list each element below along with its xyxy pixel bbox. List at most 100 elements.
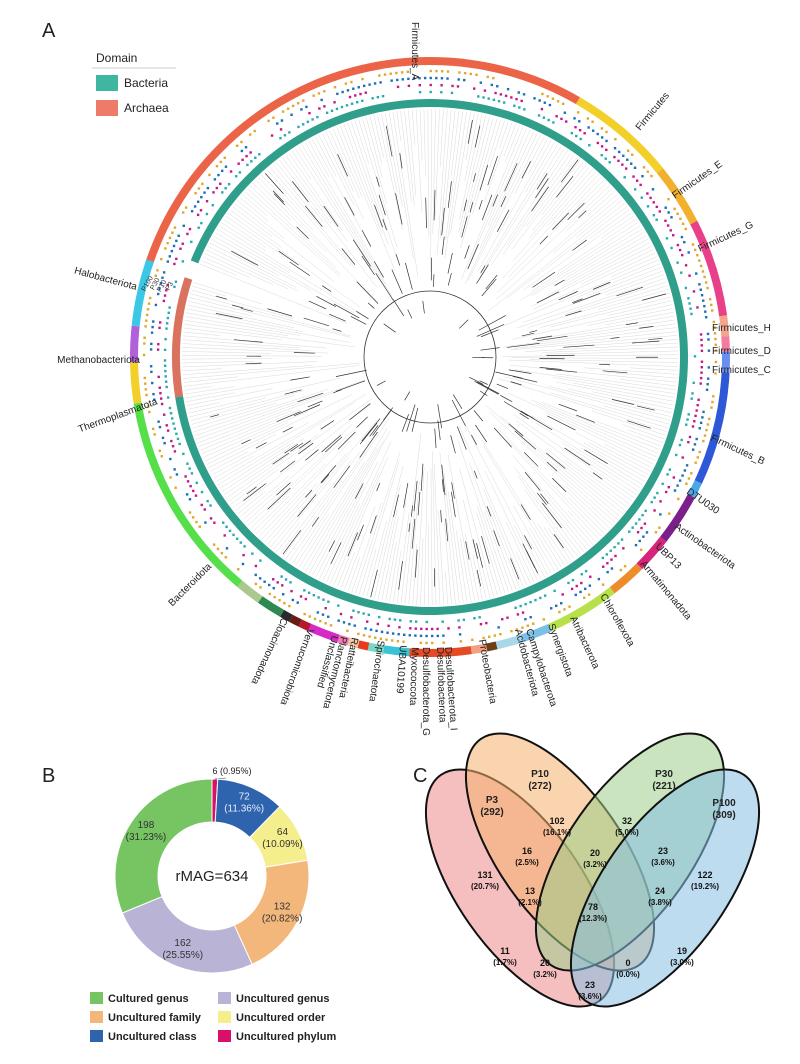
tree-leaf-branch	[440, 109, 452, 239]
tree-leaf-branch	[190, 293, 351, 337]
tree-branch	[344, 197, 355, 216]
tree-branch	[417, 491, 421, 516]
tree-leaf-branch	[193, 389, 328, 433]
presence-dot-p3	[325, 111, 329, 114]
tree-leaf-branch	[564, 281, 667, 315]
presence-dot-p3	[166, 396, 170, 399]
presence-dot-p30	[703, 304, 706, 308]
phylum-label-uba10199: UBA10199	[394, 645, 408, 694]
tree-leaf-branch	[326, 441, 392, 583]
presence-dot-p100	[240, 140, 243, 144]
presence-dot-p100	[639, 548, 643, 552]
presence-dot-p10	[687, 440, 690, 444]
presence-dot-p30	[408, 634, 412, 637]
presence-dot-p3	[608, 161, 611, 164]
tree-leaf-branch	[189, 297, 351, 338]
tree-branch	[359, 431, 378, 458]
presence-dot-p30	[300, 108, 303, 111]
presence-dot-p3	[571, 578, 575, 582]
tree-branch	[433, 274, 435, 287]
presence-dot-p10	[632, 175, 635, 178]
presence-dot-p30	[506, 87, 510, 91]
presence-dot-p30	[341, 90, 344, 94]
presence-dot-p100	[329, 624, 333, 627]
tree-leaf-branch	[242, 194, 268, 216]
presence-dot-p10	[614, 554, 617, 558]
presence-dot-p100	[546, 95, 549, 98]
tree-branch	[356, 311, 369, 320]
presence-dot-p100	[471, 638, 474, 642]
tree-branch	[215, 313, 243, 320]
phylum-segment-cloacimonadota	[237, 580, 263, 603]
presence-dot-p30	[579, 590, 582, 594]
presence-dot-p100	[171, 231, 174, 234]
tree-branch	[547, 415, 576, 431]
presence-dot-p100	[710, 406, 713, 409]
phylum-segment-firmicutes	[576, 97, 664, 174]
presence-dot-p30	[592, 129, 595, 132]
venn-region-value: 13	[525, 886, 535, 896]
donut-data-label: (31.23%)	[126, 832, 167, 843]
presence-dot-p3	[197, 226, 200, 229]
presence-dot-p10	[589, 575, 592, 578]
tree-leaf-branch	[279, 159, 376, 287]
presence-dot-p10	[184, 475, 187, 478]
tree-branch	[480, 390, 488, 397]
presence-dot-p100	[691, 243, 695, 246]
tree-leaf-branch	[568, 497, 605, 534]
tree-leaf-branch	[432, 451, 437, 605]
tree-leaf-branch	[510, 364, 677, 383]
phylum-label-chloroflexota: Chloroflexota	[597, 592, 636, 649]
tree-branch	[627, 420, 651, 429]
tree-leaf-branch	[182, 361, 255, 364]
presence-dot-p10	[223, 534, 226, 537]
tree-branch	[378, 194, 386, 216]
legend-swatch-archaea	[96, 100, 118, 116]
tree-leaf-branch	[508, 179, 604, 278]
presence-dot-p3	[680, 438, 683, 442]
presence-dot-p3	[168, 306, 171, 309]
tree-leaf-branch	[267, 169, 352, 267]
presence-dot-p30	[667, 211, 670, 214]
presence-dot-p10	[658, 210, 661, 213]
tree-leaf-branch	[182, 355, 322, 357]
presence-dot-p100	[558, 610, 561, 614]
presence-dot-p10	[420, 627, 423, 631]
presence-dot-p100	[216, 547, 220, 551]
tree-leaf-branch	[460, 118, 498, 248]
presence-dot-p3	[628, 530, 631, 533]
rmag-donut-chart: 6 (0.95%)72(11.36%)64(10.09%)132(20.82%)…	[90, 766, 336, 1043]
presence-dot-p30	[369, 628, 373, 631]
presence-dot-p10	[652, 201, 655, 204]
tree-leaf-branch	[312, 430, 391, 576]
presence-dot-p3	[337, 604, 340, 607]
presence-dot-p30	[151, 381, 154, 385]
presence-dot-p30	[707, 338, 710, 341]
phylogenetic-tree: P100P30P10P3Firmicutes_AFirmicutesFirmic…	[57, 22, 771, 736]
tree-leaf-branch	[445, 111, 463, 240]
tree-leaf-branch	[276, 522, 301, 553]
phylum-segment-acidobacteriota	[470, 643, 488, 655]
tree-leaf-branch	[525, 157, 578, 227]
presence-dot-p100	[690, 472, 693, 475]
tree-branch	[479, 380, 488, 385]
presence-dot-p30	[169, 457, 172, 461]
venn-region-value: 23	[585, 980, 595, 990]
phylum-segment-atribacterota	[520, 623, 553, 643]
panel-label-c: C	[413, 765, 428, 787]
presence-dot-p10	[203, 508, 206, 511]
presence-dot-p30	[702, 299, 705, 302]
presence-dot-p30	[676, 484, 679, 487]
tree-leaf-branch	[227, 212, 360, 308]
presence-dot-p100	[713, 332, 717, 335]
tree-leaf-branch	[201, 414, 294, 455]
tree-leaf-branch	[239, 197, 269, 222]
presence-dot-p10	[696, 306, 699, 309]
tree-leaf-branch	[404, 110, 415, 205]
tree-leaf-branch	[444, 111, 467, 259]
presence-dot-p10	[555, 115, 558, 118]
tree-branch	[311, 516, 320, 527]
presence-dot-p3	[188, 467, 191, 470]
presence-dot-p30	[326, 615, 330, 618]
